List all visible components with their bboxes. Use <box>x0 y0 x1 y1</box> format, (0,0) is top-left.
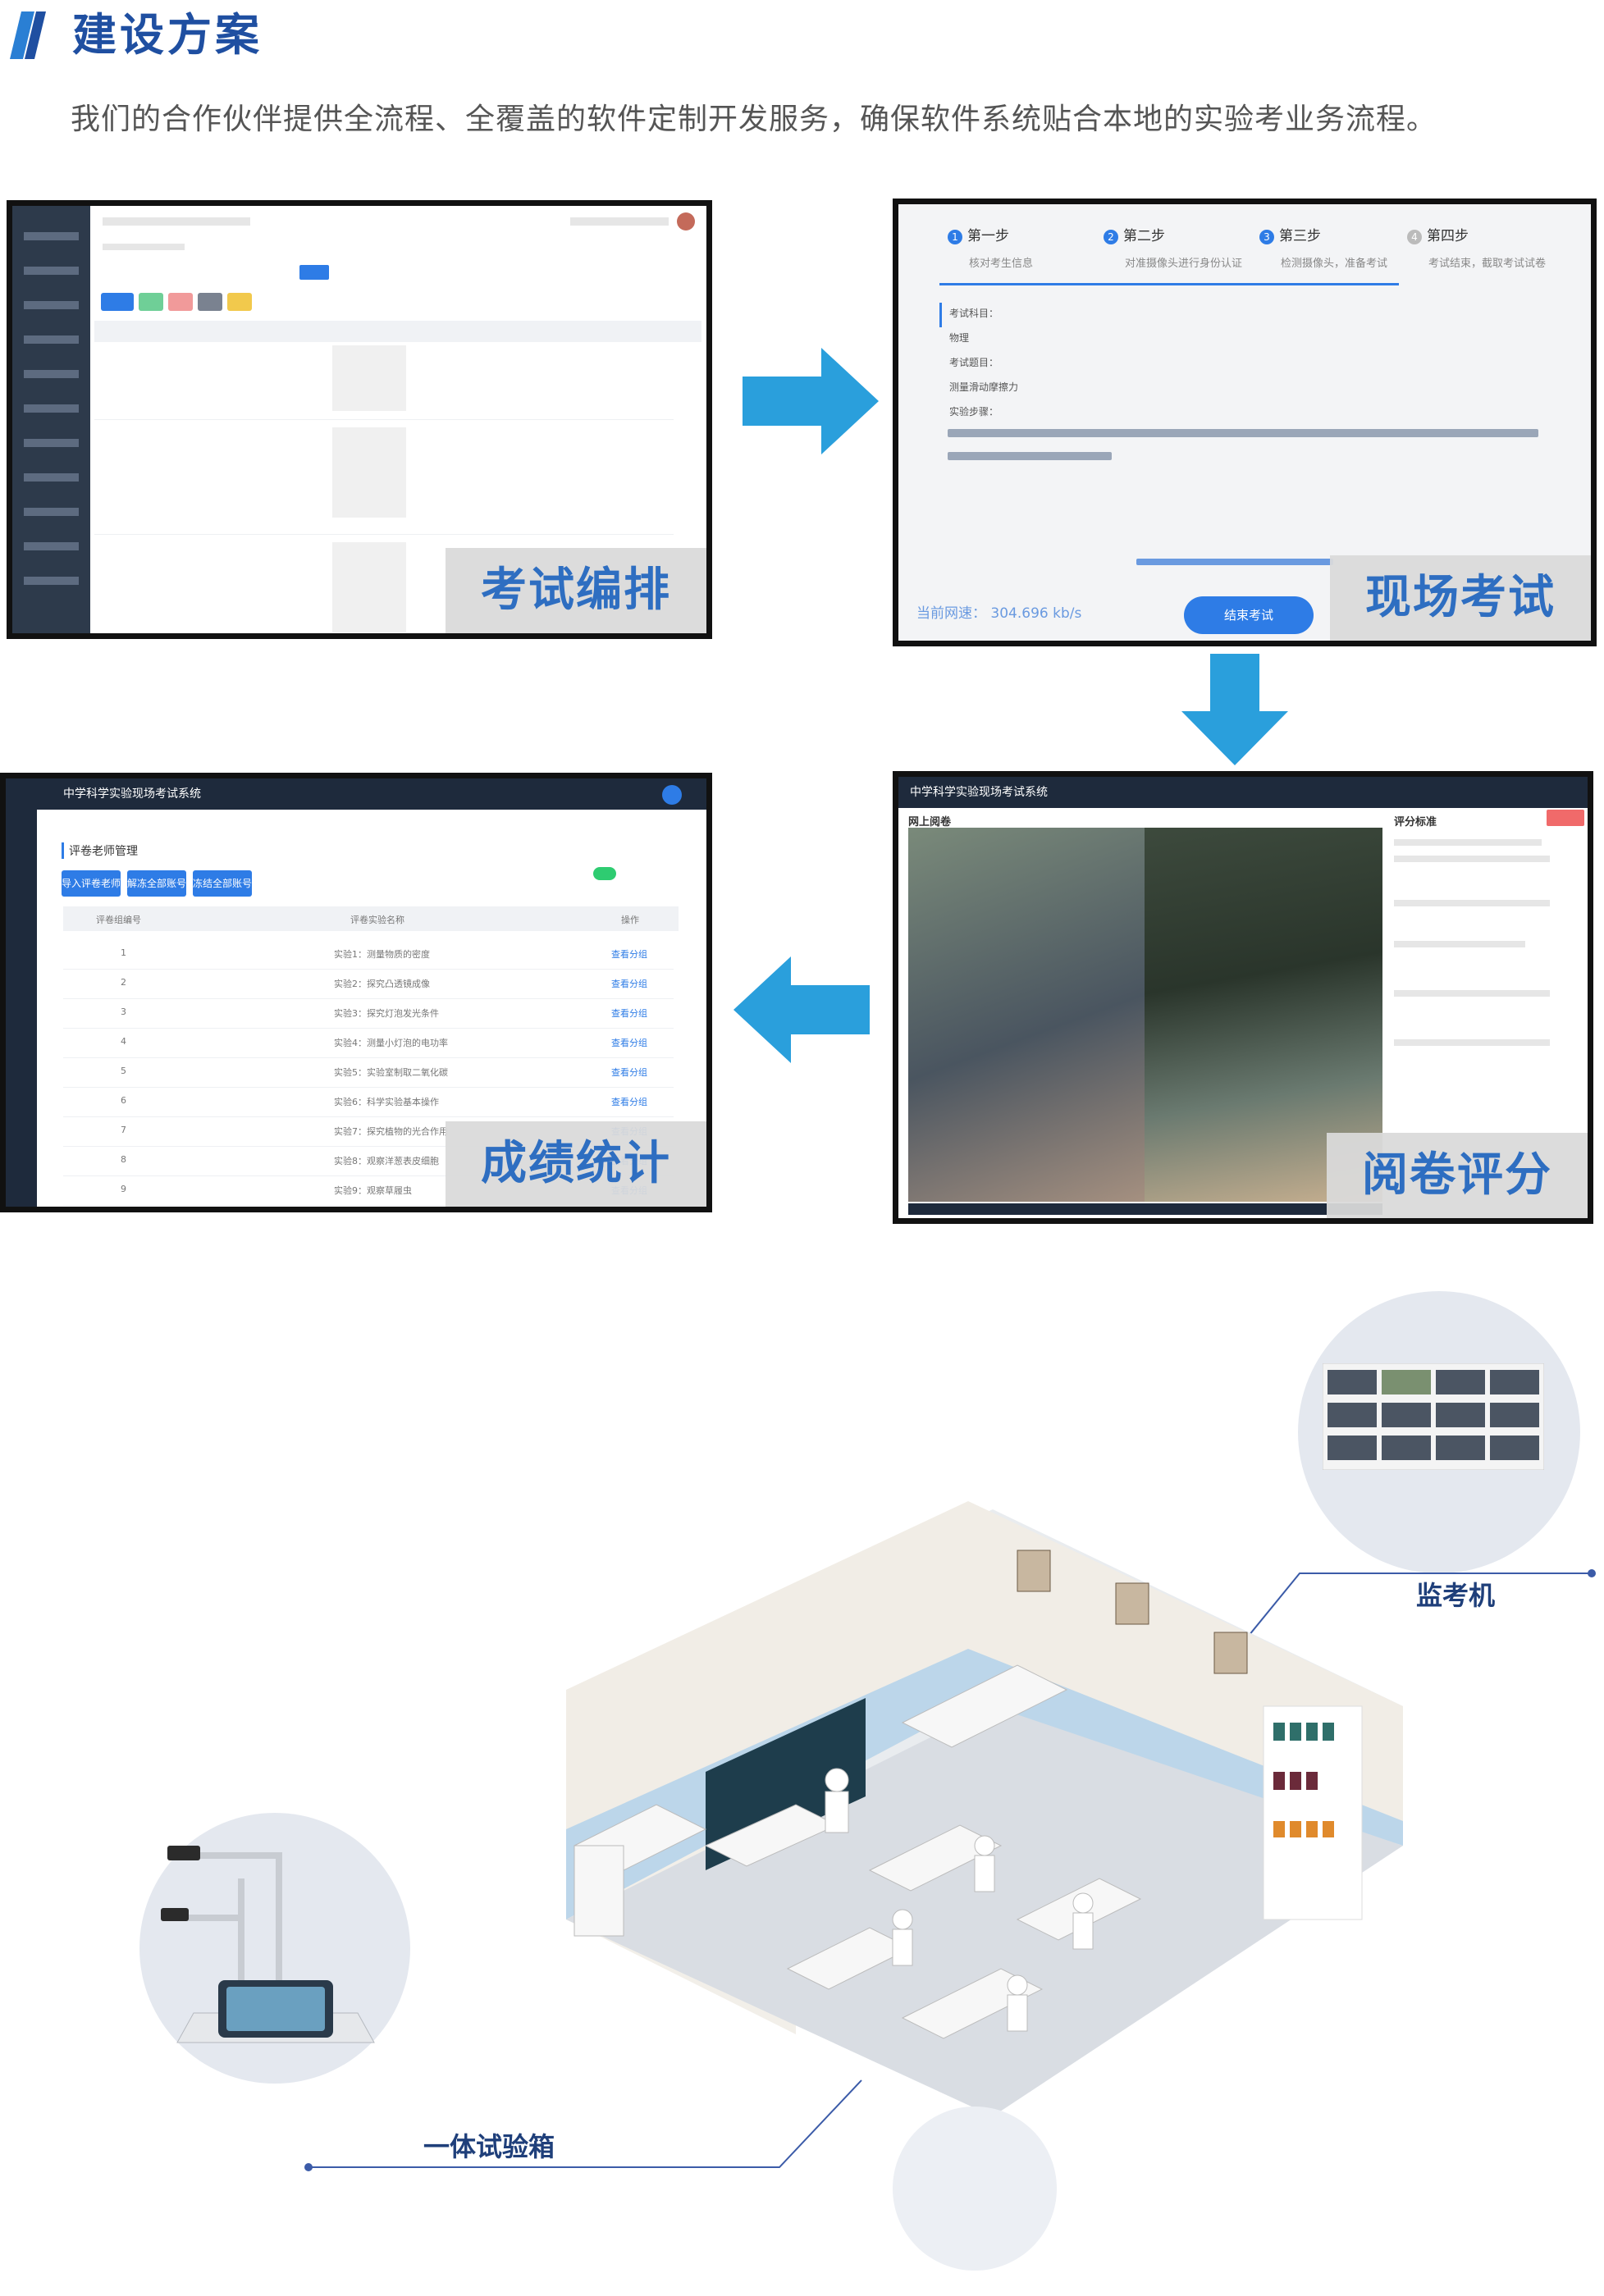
statistics-label: 成绩统计 <box>446 1121 706 1207</box>
table-row <box>63 969 674 970</box>
row-name: 实验8：观察洋葱表皮细胞 <box>334 1156 439 1166</box>
row-name: 实验1：测量物质的密度 <box>334 949 430 960</box>
monitor-grid-image <box>1323 1363 1544 1470</box>
exam-topic-label: 考试题目： <box>949 357 999 368</box>
page-title: 建设方案 <box>72 9 263 61</box>
row-id: 1 <box>121 947 126 958</box>
onsite-exam-label: 现场考试 <box>1330 555 1591 641</box>
exam-subject-label: 考试科目： <box>949 308 999 319</box>
table-row <box>63 1146 674 1147</box>
view-group-link[interactable]: 查看分组 <box>611 1008 647 1019</box>
arrow-right-icon <box>743 348 879 454</box>
row-name: 实验6：科学实验基本操作 <box>334 1097 439 1107</box>
col-id-header: 评卷组编号 <box>96 915 141 925</box>
online-review-label: 网上阅卷 <box>908 816 952 828</box>
row-name: 实验5：实验室制取二氧化碳 <box>334 1067 448 1078</box>
monitor-callout: 监考机 <box>1416 1580 1496 1611</box>
view-group-link[interactable]: 查看分组 <box>611 949 647 960</box>
statistics-screenshot: 中学科学实验现场考试系统 评卷老师管理 导入评卷老师 解冻全部账号 冻结全部账号… <box>0 773 712 1212</box>
table-row <box>63 1057 674 1058</box>
grading-topbar: 中学科学实验现场考试系统 <box>898 777 1588 808</box>
exam-steps-label: 实验步骤： <box>949 406 999 418</box>
row-id: 2 <box>121 977 126 988</box>
unfreeze-accounts-button[interactable]: 解冻全部账号 <box>127 870 186 897</box>
exam-arrange-screenshot: 考试编排 <box>7 200 712 639</box>
lab-room-illustration <box>566 1501 1403 2116</box>
toggle-switch[interactable] <box>593 867 616 880</box>
grading-label: 阅卷评分 <box>1327 1133 1588 1218</box>
row-id: 4 <box>121 1036 126 1047</box>
row-id: 5 <box>121 1066 126 1076</box>
row-id: 8 <box>121 1154 126 1165</box>
row-name: 实验4：测量小灯泡的电功率 <box>334 1038 448 1048</box>
table-row <box>63 1116 674 1117</box>
row-id: 9 <box>121 1184 126 1194</box>
view-group-link[interactable]: 查看分组 <box>611 1067 647 1078</box>
row-name: 实验7：探究植物的光合作用 <box>334 1126 448 1137</box>
statistics-section-title: 评卷老师管理 <box>62 842 138 859</box>
exam-arrange-label: 考试编排 <box>446 548 706 633</box>
sidebar <box>12 206 90 633</box>
exam-subject: 物理 <box>949 332 970 344</box>
grading-screenshot: 中学科学实验现场考试系统 网上阅卷 评分标准 阅卷评分 <box>893 771 1593 1224</box>
floor-circle <box>893 2107 1057 2271</box>
grading-criteria-label: 评分标准 <box>1394 816 1437 828</box>
table-row <box>63 1175 674 1176</box>
row-name: 实验3：探究灯泡发光条件 <box>334 1008 439 1019</box>
title-stripes-icon <box>10 11 46 59</box>
row-name: 实验2：探究凸透镜成像 <box>334 979 430 989</box>
page-subtitle: 我们的合作伙伴提供全流程、全覆盖的软件定制开发服务，确保软件系统贴合本地的实验考… <box>71 103 1437 136</box>
arrow-down-icon <box>1181 654 1288 765</box>
end-exam-button[interactable]: 结束考试 <box>1184 596 1314 634</box>
col-op-header: 操作 <box>621 915 639 925</box>
table-row <box>63 998 674 999</box>
avatar <box>662 785 682 805</box>
view-group-link[interactable]: 查看分组 <box>611 1097 647 1107</box>
box-callout: 一体试验箱 <box>423 2131 555 2162</box>
table-row <box>63 1205 674 1206</box>
camera-feed-left <box>908 828 1145 1202</box>
arrow-left-icon <box>733 956 870 1063</box>
row-id: 3 <box>121 1006 126 1017</box>
row-name: 实验9：观察草履虫 <box>334 1185 412 1196</box>
statistics-topbar: 中学科学实验现场考试系统 <box>6 778 706 810</box>
network-speed: 当前网速： 304.696 kb/s <box>916 605 1082 622</box>
freeze-accounts-button[interactable]: 冻结全部账号 <box>193 870 252 897</box>
view-group-link[interactable]: 查看分组 <box>611 979 647 989</box>
test-box-device-image <box>161 1846 375 2043</box>
col-name-header: 评卷实验名称 <box>350 915 404 925</box>
exam-topic: 测量滑动摩擦力 <box>949 381 1019 393</box>
box-leader-line <box>304 2079 862 2171</box>
monitor-leader-line <box>1233 1569 1596 1655</box>
table-row <box>63 1028 674 1029</box>
row-id: 7 <box>121 1125 126 1135</box>
view-group-link[interactable]: 查看分组 <box>611 1038 647 1048</box>
table-row <box>63 1087 674 1088</box>
import-teachers-button[interactable]: 导入评卷老师 <box>62 870 121 897</box>
row-id: 6 <box>121 1095 126 1106</box>
